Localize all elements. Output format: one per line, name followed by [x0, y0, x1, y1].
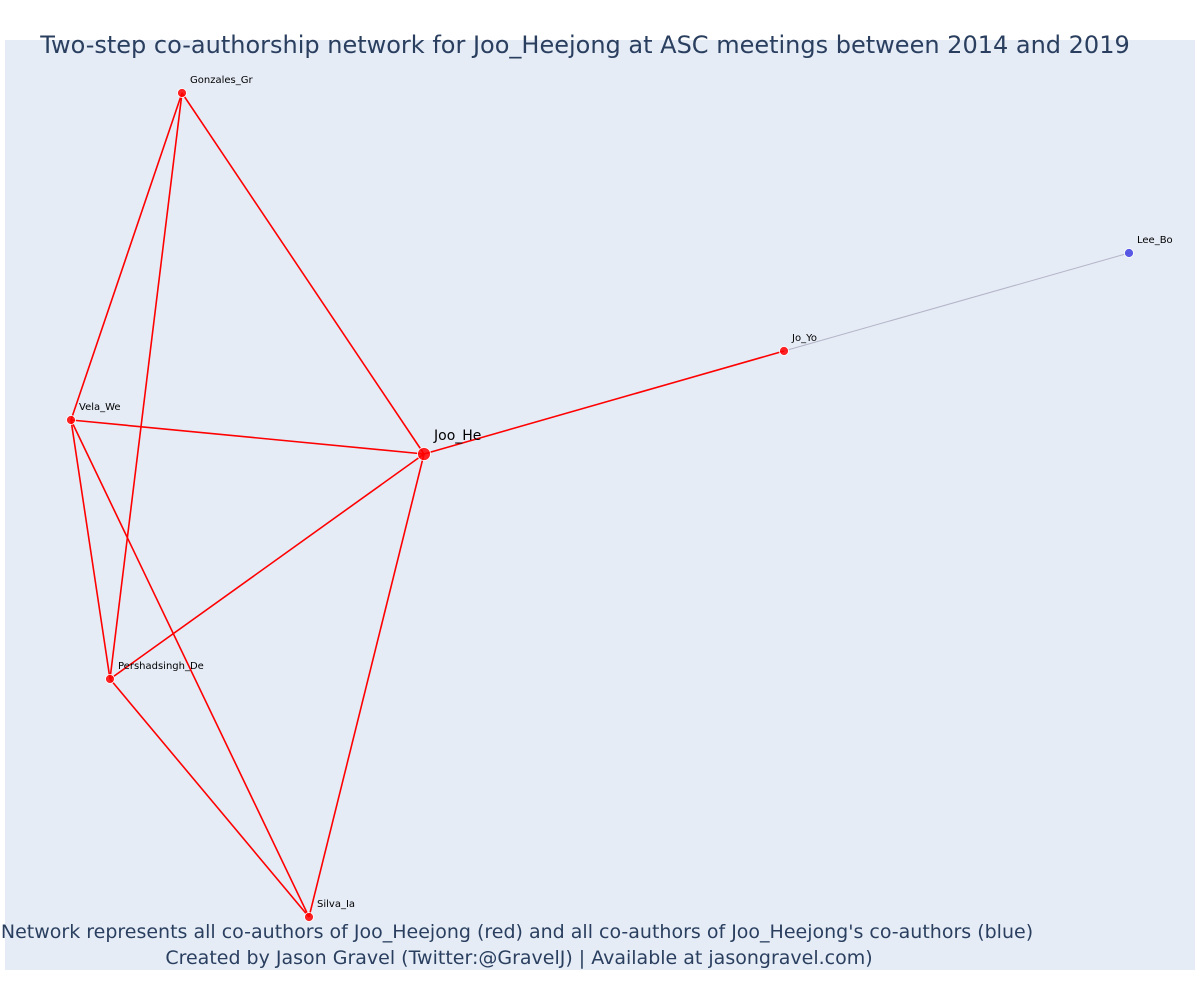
edge-Joo_He-Gonzales_Gr: [181, 92, 425, 455]
node-label-Lee_Bo: Lee_Bo: [1137, 235, 1173, 246]
node-label-Pershadsingh_De: Pershadsingh_De: [118, 661, 204, 672]
edge-Joo_He-Jo_Yo: [423, 350, 785, 455]
node-Silva_Ia[interactable]: [304, 912, 314, 922]
node-Lee_Bo[interactable]: [1124, 248, 1134, 258]
edge-Joo_He-Silva_Ia: [308, 453, 425, 918]
caption-line-1: Network represents all co-authors of Joo…: [1, 921, 1033, 943]
edge-Gonzales_Gr-Vela_We: [70, 92, 183, 421]
node-Gonzales_Gr[interactable]: [177, 88, 187, 98]
node-label-Gonzales_Gr: Gonzales_Gr: [190, 75, 253, 86]
node-label-Silva_Ia: Silva_Ia: [317, 899, 355, 910]
plot-background: [5, 40, 1195, 970]
edge-Vela_We-Silva_Ia: [70, 419, 310, 918]
edge-Joo_He-Pershadsingh_De: [109, 453, 425, 680]
edge-Vela_We-Pershadsingh_De: [70, 419, 111, 680]
node-Vela_We[interactable]: [66, 415, 76, 425]
edge-Pershadsingh_De-Silva_Ia: [109, 678, 310, 918]
chart-title: Two-step co-authorship network for Joo_H…: [39, 31, 1129, 59]
labels-layer: Joo_He Gonzales_GrVela_WePershadsingh_DeS…: [79, 75, 1173, 910]
node-Pershadsingh_De[interactable]: [105, 674, 115, 684]
node-label-Joo_He: Joo_He: [433, 428, 481, 444]
caption-line-2: Created by Jason Gravel (Twitter:@Gravel…: [165, 947, 872, 969]
node-label-Vela_We: Vela_We: [79, 402, 121, 413]
edge-Gonzales_Gr-Pershadsingh_De: [109, 92, 183, 680]
nodes-layer: [66, 88, 1134, 922]
edge-Jo_Yo-Lee_Bo: [783, 252, 1130, 352]
node-label-Jo_Yo: Jo_Yo: [791, 333, 817, 344]
edge-Joo_He-Vela_We: [70, 419, 425, 455]
node-Joo_He[interactable]: [417, 447, 431, 461]
node-Jo_Yo[interactable]: [779, 346, 789, 356]
edges-layer: [70, 92, 1130, 918]
